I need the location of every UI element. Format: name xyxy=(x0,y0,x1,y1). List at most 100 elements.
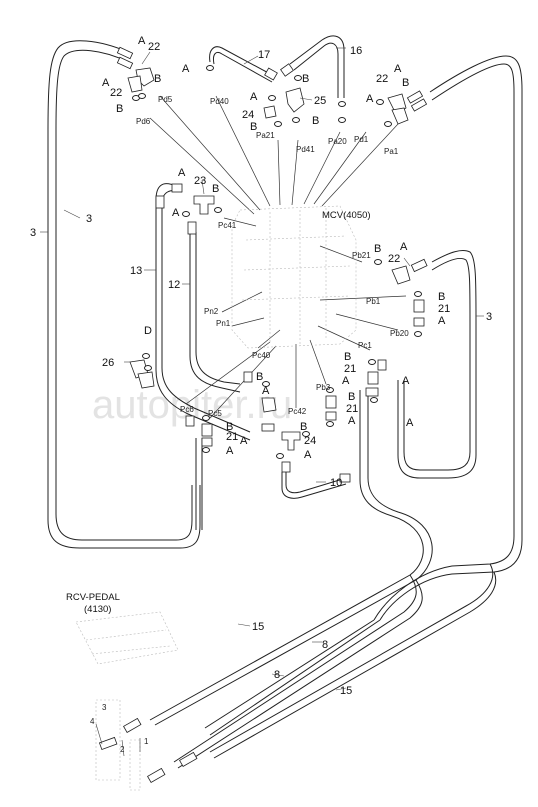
port-pn1: Pn1 xyxy=(216,319,231,328)
callout-3: 3 xyxy=(30,227,36,239)
callout-10: 10 xyxy=(330,477,342,489)
hose-3-mid-right-outer xyxy=(397,249,477,479)
callout-15: 15 xyxy=(340,685,352,697)
port-pb20: Pb20 xyxy=(390,329,409,338)
callout-26: 26 xyxy=(102,357,114,369)
letter-a: A xyxy=(366,93,374,105)
port-pc5: Pc5 xyxy=(208,409,222,418)
letter-a: A xyxy=(402,375,410,387)
letter-b: B xyxy=(154,73,161,85)
fitting-nut xyxy=(116,46,134,60)
pilot-line-pb21 xyxy=(319,245,363,263)
pilot-line-pn2 xyxy=(221,291,263,313)
pilot-line-pc5 xyxy=(209,345,277,419)
callout-8: 8 xyxy=(274,669,280,681)
pilot-line-pd1 xyxy=(313,131,367,205)
hose-16 xyxy=(289,35,345,98)
mcv-label-text: MCV(4050) xyxy=(322,210,371,221)
callout-25: 25 xyxy=(314,95,326,107)
letter-a: A xyxy=(226,445,234,457)
rcv-title: RCV-PEDAL xyxy=(66,592,120,603)
elbow-fitting-25 xyxy=(285,87,305,113)
port-pd6: Pd6 xyxy=(136,117,151,126)
port-pd1: Pd1 xyxy=(354,135,369,144)
pilot-line-pb20 xyxy=(335,313,399,331)
letter-b: B xyxy=(344,351,351,363)
callout-3: 3 xyxy=(486,311,492,323)
pilot-line-pc40 xyxy=(257,329,281,349)
hose-8-lower xyxy=(209,619,381,736)
fitting-nut xyxy=(406,90,424,104)
letter-a: A xyxy=(406,417,414,429)
o-rings xyxy=(132,65,422,459)
letter-b: B xyxy=(300,421,307,433)
part-callouts: 22 22 17 16 25 24 22 3 3 23 22 3 13 12 2… xyxy=(30,41,492,754)
port-pb1: Pb1 xyxy=(366,297,381,306)
tee-fitting-24 xyxy=(281,431,301,451)
port-pa20: Pa20 xyxy=(328,137,347,146)
elbow-fitting-24 xyxy=(263,105,277,119)
callout-21: 21 xyxy=(226,431,238,443)
tee-fitting-23 xyxy=(193,195,215,215)
hose-lower-left-2 xyxy=(177,579,423,769)
letter-b: B xyxy=(116,103,123,115)
port-pb21: Pb21 xyxy=(352,251,371,260)
pilot-line-pd5 xyxy=(159,95,261,211)
letter-b: B xyxy=(438,291,445,303)
fitting-nut xyxy=(171,183,183,193)
callout-3: 3 xyxy=(102,703,107,712)
port-pc42: Pc42 xyxy=(288,407,307,416)
callout-21: 21 xyxy=(344,363,356,375)
port-pa21: Pa21 xyxy=(256,131,275,140)
hose-end-fitting xyxy=(147,767,166,784)
fitting-nut xyxy=(116,56,134,70)
hose-lower-left-3 xyxy=(209,563,497,759)
letter-a: A xyxy=(342,375,350,387)
port-pa1: Pa1 xyxy=(384,147,399,156)
callout-3: 3 xyxy=(86,213,92,225)
letter-a: A xyxy=(262,385,270,397)
fitting-nut xyxy=(325,411,337,421)
elbow-fitting xyxy=(391,107,409,125)
pilot-line-pd41 xyxy=(291,139,299,206)
letter-b: B xyxy=(302,73,309,85)
hose-end-fitting xyxy=(123,717,142,734)
letter-b: B xyxy=(374,243,381,255)
fittings xyxy=(98,46,428,784)
callout-1: 1 xyxy=(144,737,149,746)
callout-23: 23 xyxy=(194,175,206,187)
pilot-line-pb1 xyxy=(319,295,407,301)
hose-3-right-outer xyxy=(379,55,523,621)
pilot-line-pa1 xyxy=(321,123,399,207)
hose-12 xyxy=(189,232,241,393)
hose-17 xyxy=(209,46,275,83)
fitting-nut xyxy=(243,371,253,383)
port-pc1: Pc1 xyxy=(358,341,372,350)
fitting-nut xyxy=(281,461,291,473)
letter-b: B xyxy=(226,421,233,433)
callout-24: 24 xyxy=(304,435,316,447)
letter-b: B xyxy=(256,371,263,383)
letter-a: A xyxy=(304,449,312,461)
pilot-line-pb3 xyxy=(309,339,327,385)
pilot-line-pc41 xyxy=(223,217,257,227)
letter-b: B xyxy=(312,115,319,127)
pilot-lines xyxy=(149,95,407,419)
mcv-label: MCV(4050) xyxy=(322,210,371,221)
callout-8: 8 xyxy=(322,639,328,651)
hose-8-upper xyxy=(149,390,424,721)
letter-a: A xyxy=(348,415,356,427)
hose-15-lower xyxy=(204,619,375,729)
letter-b: B xyxy=(212,183,219,195)
elbow-fitting xyxy=(391,265,411,285)
fitting-nut xyxy=(185,415,195,427)
letter-a: A xyxy=(182,63,190,75)
hose-network xyxy=(47,35,523,769)
port-pc41: Pc41 xyxy=(218,221,237,230)
hose-13 xyxy=(155,183,251,441)
adapter-fitting-21 xyxy=(413,299,425,313)
pilot-line-pc1 xyxy=(317,325,371,351)
hose-lower-left-1 xyxy=(173,574,417,763)
fitting-nut xyxy=(187,221,197,235)
